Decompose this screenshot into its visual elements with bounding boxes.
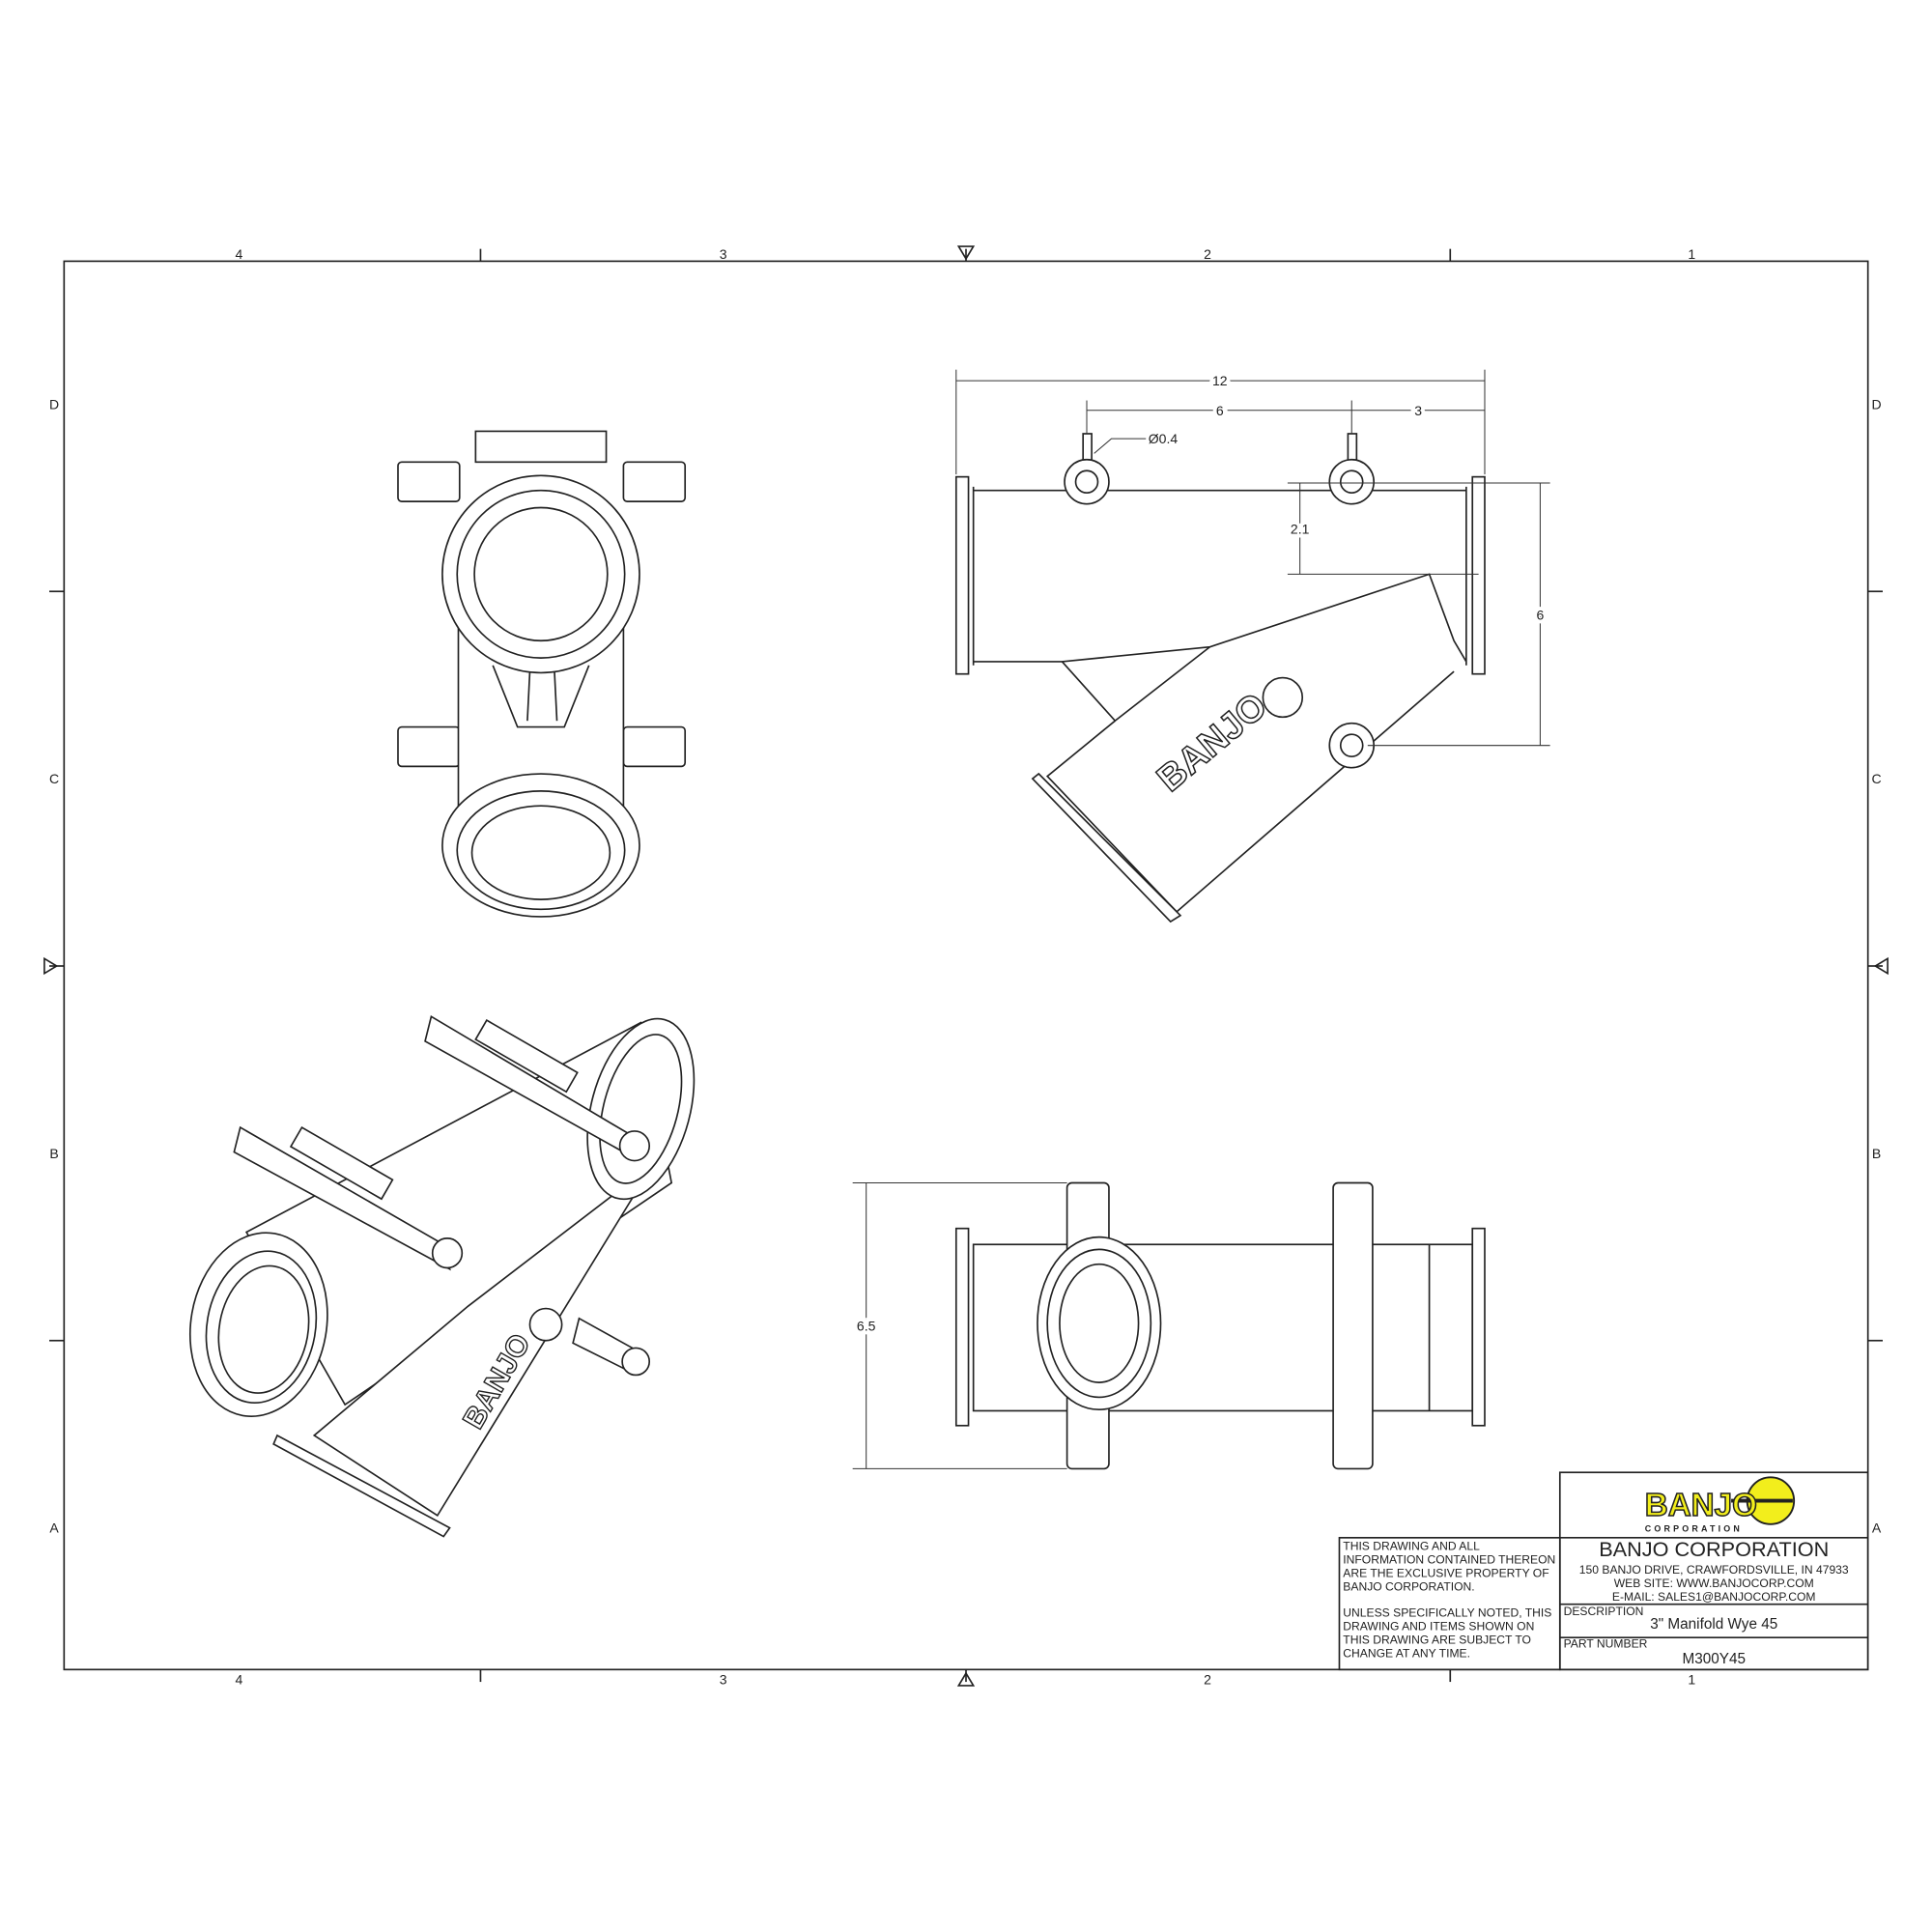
front-view: BANJO [954,433,1486,923]
dim-width: 6.5 [857,1319,876,1334]
part-number-label: PART NUMBER [1564,1636,1648,1650]
dim-overall-length: 12 [1212,373,1228,388]
banjo-logo: BANJO CORPORATION [1644,1476,1796,1533]
company-website: WEB SITE: WWW.BANJOCORP.COM [1614,1577,1814,1590]
logo-text: BANJO [1645,1488,1757,1523]
part-number-value: M300Y45 [1682,1651,1745,1667]
notice-line: BANJO CORPORATION. [1343,1580,1474,1594]
zone-col-1-bottom: 1 [1688,1672,1695,1688]
notice-line: THIS DRAWING AND ALL [1343,1540,1480,1553]
zone-col-2-bottom: 2 [1204,1672,1211,1688]
zone-row-c-right: C [1872,771,1882,786]
notice-line: UNLESS SPECIFICALLY NOTED, THIS [1343,1605,1551,1619]
zone-col-4-bottom: 4 [236,1672,243,1688]
zone-row-a-right: A [1872,1520,1882,1536]
banjo-marking-front: BANJO [1150,685,1275,800]
dim-boss-to-end: 3 [1414,403,1422,418]
zone-row-d-right: D [1872,396,1882,412]
notice-line: THIS DRAWING ARE SUBJECT TO [1343,1634,1531,1647]
company-email: E-MAIL: SALES1@BANJOCORP.COM [1612,1590,1816,1604]
description-value: 3" Manifold Wye 45 [1650,1616,1777,1633]
zone-labels: 4 3 2 1 4 3 2 1 D C B A D C B A [49,246,1882,1688]
front-view-dimensions: 12 6 3 Ø0.4 2.1 6 [955,369,1550,747]
notice-line: INFORMATION CONTAINED THEREON [1343,1553,1555,1567]
zone-col-4: 4 [236,246,243,262]
dim-height: 6 [1536,608,1544,623]
zone-col-1: 1 [1688,246,1695,262]
zone-ticks [43,245,1889,1687]
drawing-border [63,260,1869,1671]
zone-row-b: B [49,1146,58,1161]
notice-line: CHANGE AT ANY TIME. [1343,1647,1470,1661]
logo-subtext: CORPORATION [1645,1523,1743,1533]
zone-col-3: 3 [720,246,727,262]
notice-line: DRAWING AND ITEMS SHOWN ON [1343,1620,1534,1634]
zone-row-a: A [49,1520,59,1536]
dim-branch-offset: 2.1 [1291,521,1310,536]
top-view: 6.5 [852,1181,1486,1470]
title-block: BANJO CORPORATION THIS DRAWING AND ALL I… [1338,1471,1869,1671]
dim-boss-spacing: 6 [1216,403,1224,418]
description-label: DESCRIPTION [1564,1605,1644,1618]
zone-col-3-bottom: 3 [720,1672,727,1688]
zone-row-b-right: B [1872,1146,1881,1161]
zone-row-c: C [49,771,59,786]
isometric-view: BANJO [188,1015,696,1538]
notice-line: ARE THE EXCLUSIVE PROPERTY OF [1343,1567,1548,1580]
dim-boss-diameter: Ø0.4 [1149,431,1179,446]
zone-col-2: 2 [1204,246,1211,262]
zone-row-d: D [49,396,59,412]
end-view [397,430,687,918]
company-name: BANJO CORPORATION [1599,1537,1829,1561]
company-address: 150 BANJO DRIVE, CRAWFORDSVILLE, IN 4793… [1579,1563,1849,1577]
